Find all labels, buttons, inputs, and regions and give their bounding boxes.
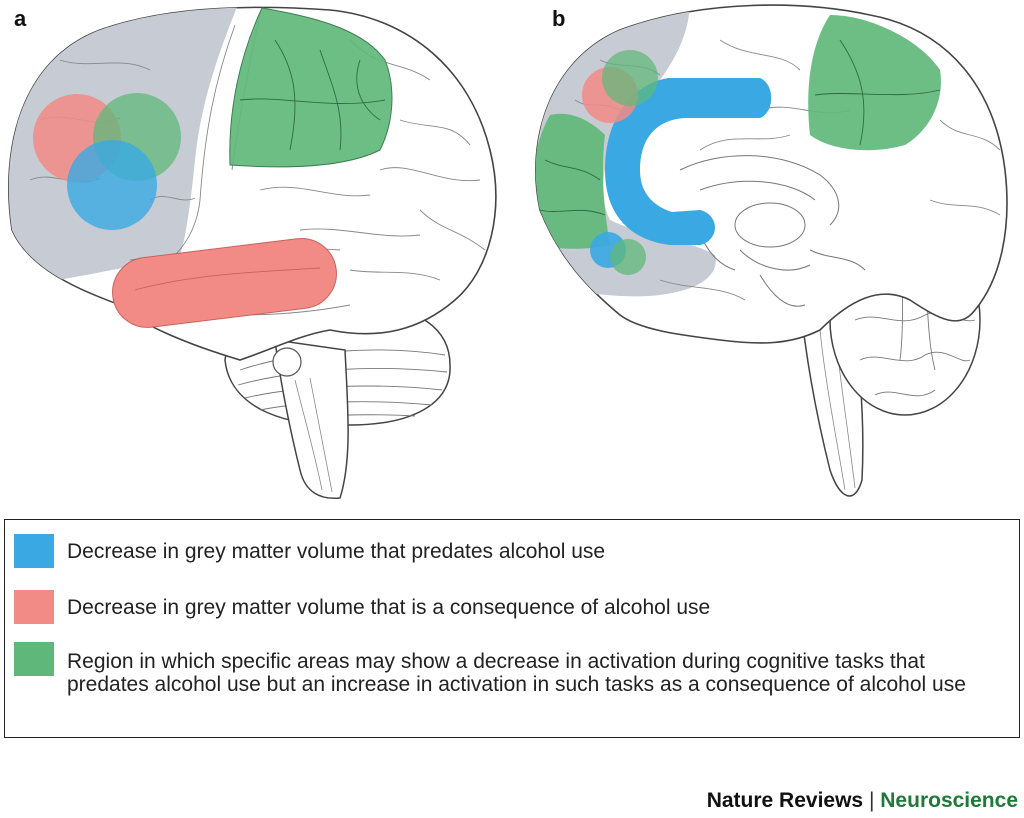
parietal-green-region xyxy=(229,7,393,168)
legend: Decrease in grey matter volume that pred… xyxy=(4,519,1020,738)
legend-swatch-green xyxy=(14,642,54,676)
legend-text-blue: Decrease in grey matter volume that pred… xyxy=(67,540,606,563)
legend-swatch-blue xyxy=(14,534,54,568)
panel-label-a: a xyxy=(14,6,27,31)
subjournal-name: Neuroscience xyxy=(880,789,1018,812)
journal-separator: | xyxy=(868,789,875,812)
brain-diagrams xyxy=(7,4,1008,500)
frontal-pole-green-region xyxy=(535,113,610,249)
anterior-cingulate-blue-region xyxy=(605,78,772,245)
brain-lateral-view xyxy=(7,6,497,500)
brainstem-lateral xyxy=(274,339,349,500)
temporal-red-region xyxy=(112,237,337,328)
panel-label-b: b xyxy=(552,6,566,31)
brain-figure: a b xyxy=(7,4,1008,500)
legend-text-red: Decrease in grey matter volume that is a… xyxy=(67,596,711,619)
legend-text-green: Region in which specific areas may show … xyxy=(67,650,966,696)
brain-medial-view xyxy=(535,4,1008,497)
frontal-blue-circle xyxy=(67,140,157,230)
precuneus-green-region xyxy=(808,15,941,151)
journal-credit: Nature Reviews | Neuroscience xyxy=(707,789,1018,813)
medial-green-circle xyxy=(602,50,658,106)
legend-swatch-red xyxy=(14,590,54,624)
journal-name: Nature Reviews xyxy=(706,789,864,812)
orbitofrontal-green-circle xyxy=(610,239,646,275)
